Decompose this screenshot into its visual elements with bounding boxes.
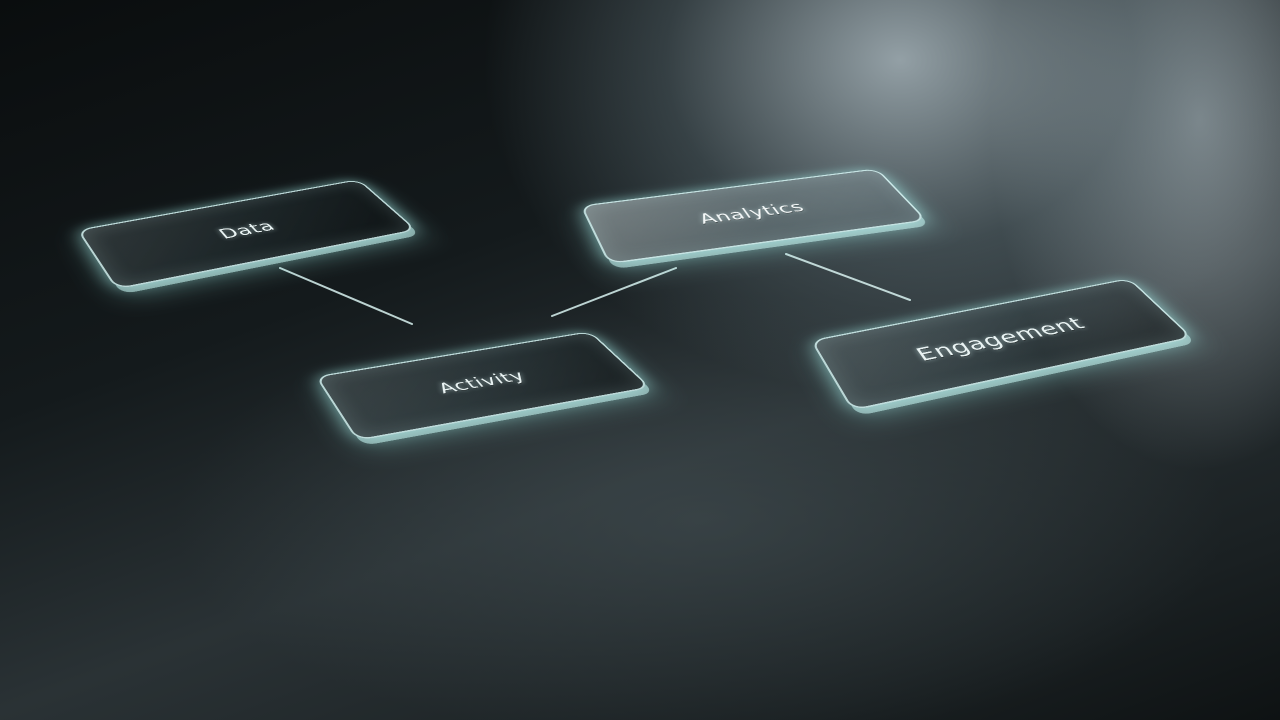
edge-activity-analytics [551, 267, 677, 317]
edge-analytics-engagement [785, 253, 911, 301]
node-activity-label: Activity [434, 367, 530, 397]
node-analytics-label: Analytics [695, 199, 809, 228]
node-engagement-label: Engagement [912, 314, 1091, 366]
node-data-label: Data [214, 218, 280, 242]
edge-data-activity [279, 267, 413, 325]
